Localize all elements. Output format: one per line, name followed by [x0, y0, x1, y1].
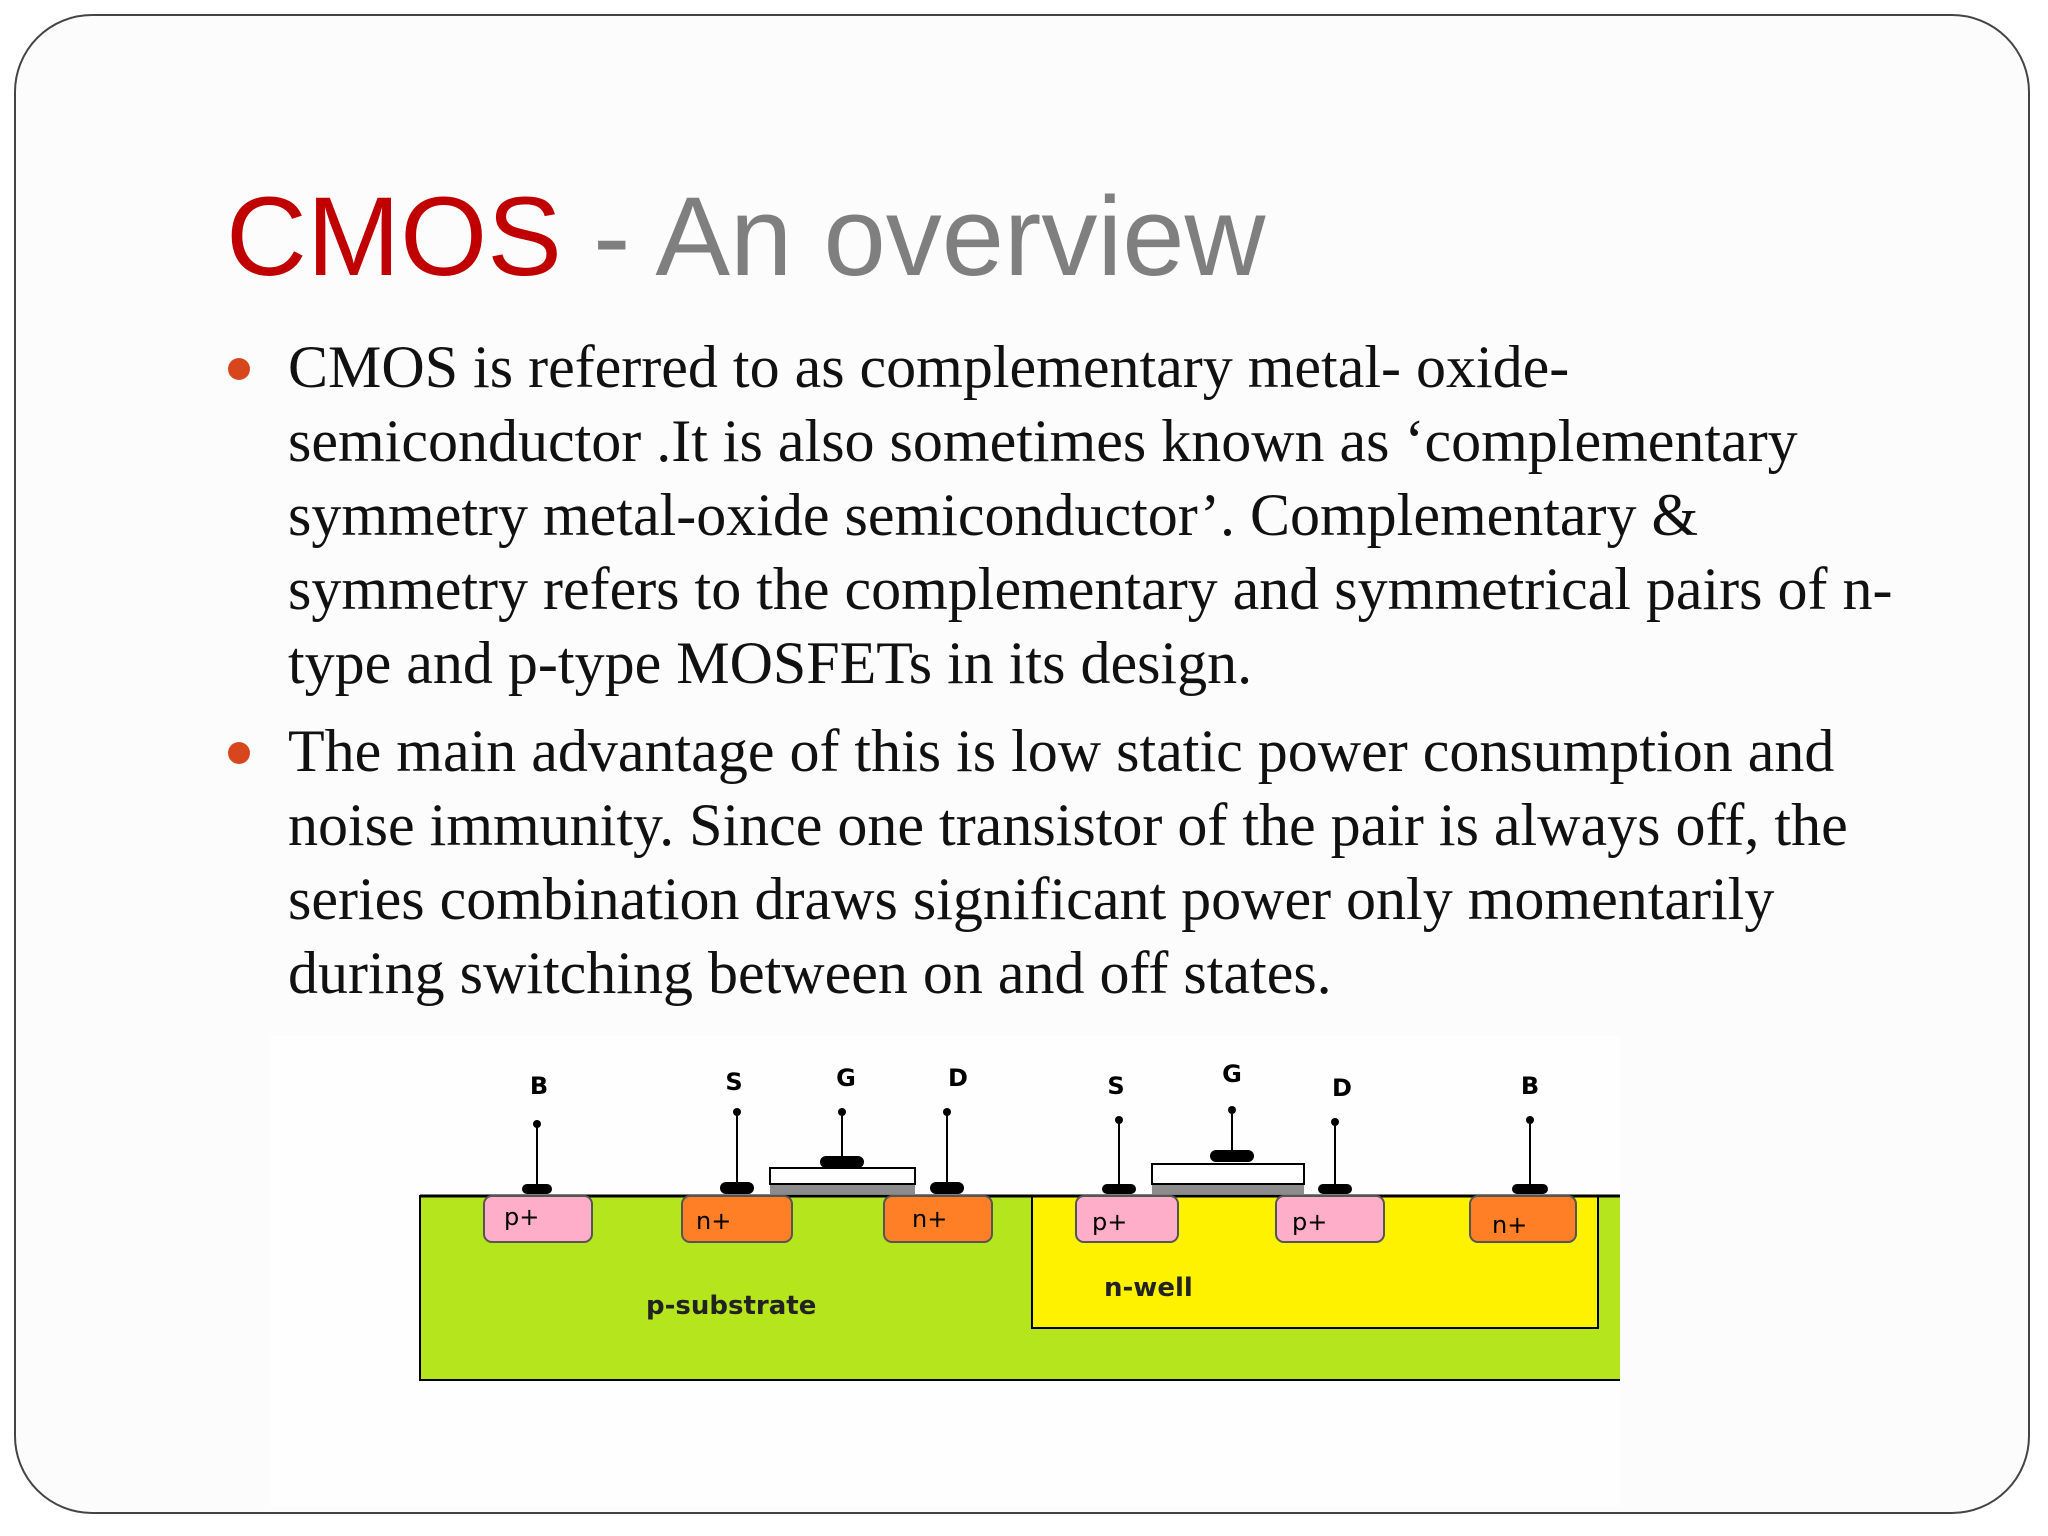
- slide-title: CMOS - An overview: [226, 172, 1265, 302]
- bullet-item-definition: CMOS is referred to as complementary met…: [226, 330, 1906, 700]
- title-highlight: CMOS: [226, 174, 562, 299]
- terminal-dots: [533, 1106, 1534, 1128]
- pmos-body-contact-region: [1469, 1195, 1577, 1243]
- nmos-gate-poly: [769, 1167, 916, 1185]
- pmos-source-contact: [1102, 1184, 1136, 1194]
- pmos-gate-poly: [1151, 1163, 1305, 1185]
- nmos-drain-contact: [930, 1182, 964, 1194]
- bullet-text: The main advantage of this is low static…: [288, 718, 1848, 1006]
- pmos-drain-region-label: p+: [1292, 1208, 1327, 1236]
- nmos-drain-region-label: n+: [912, 1205, 947, 1233]
- pmos-source-region-label: p+: [1092, 1208, 1127, 1236]
- pmos-drain-terminal-label: D: [1332, 1074, 1352, 1102]
- nmos-body-region-label: p+: [504, 1203, 539, 1231]
- cmos-cross-section-diagram: B S G D S G D B p+ n+ n+ p+ p+ n+ p-subs…: [270, 1036, 1620, 1506]
- p-substrate-label: p-substrate: [646, 1291, 816, 1321]
- nmos-gate-contact: [820, 1156, 864, 1168]
- nmos-drain-terminal-label: D: [948, 1064, 968, 1092]
- nmos-body-contact: [522, 1184, 552, 1194]
- nmos-body-terminal-label: B: [530, 1072, 548, 1100]
- pmos-drain-contact: [1318, 1184, 1352, 1194]
- terminal-leads: [536, 1110, 1531, 1184]
- pmos-body-terminal-label: B: [1521, 1072, 1539, 1100]
- nmos-source-region-label: n+: [696, 1207, 731, 1235]
- nmos-drain-region: [883, 1195, 993, 1243]
- pmos-drain-region: [1275, 1195, 1385, 1243]
- nmos-body-contact-region: [483, 1195, 593, 1243]
- pmos-source-terminal-label: S: [1107, 1072, 1124, 1100]
- bullet-item-advantage: The main advantage of this is low static…: [226, 714, 1906, 1010]
- bullet-dot-icon: [228, 742, 250, 764]
- pmos-gate-terminal-label: G: [1222, 1060, 1242, 1088]
- pmos-source-region: [1075, 1195, 1179, 1243]
- n-well-label: n-well: [1104, 1273, 1193, 1303]
- nmos-source-terminal-label: S: [725, 1068, 742, 1096]
- nmos-source-contact: [720, 1182, 754, 1194]
- nmos-source-region: [681, 1195, 793, 1243]
- pmos-body-region-label: n+: [1492, 1211, 1527, 1239]
- nmos-gate-terminal-label: G: [836, 1064, 856, 1092]
- pmos-body-contact: [1512, 1184, 1548, 1194]
- bullet-dot-icon: [228, 358, 250, 380]
- pmos-gate-contact: [1210, 1150, 1254, 1162]
- bullet-list: CMOS is referred to as complementary met…: [226, 330, 1906, 1024]
- title-rest: - An overview: [562, 174, 1266, 299]
- bullet-text: CMOS is referred to as complementary met…: [288, 334, 1893, 696]
